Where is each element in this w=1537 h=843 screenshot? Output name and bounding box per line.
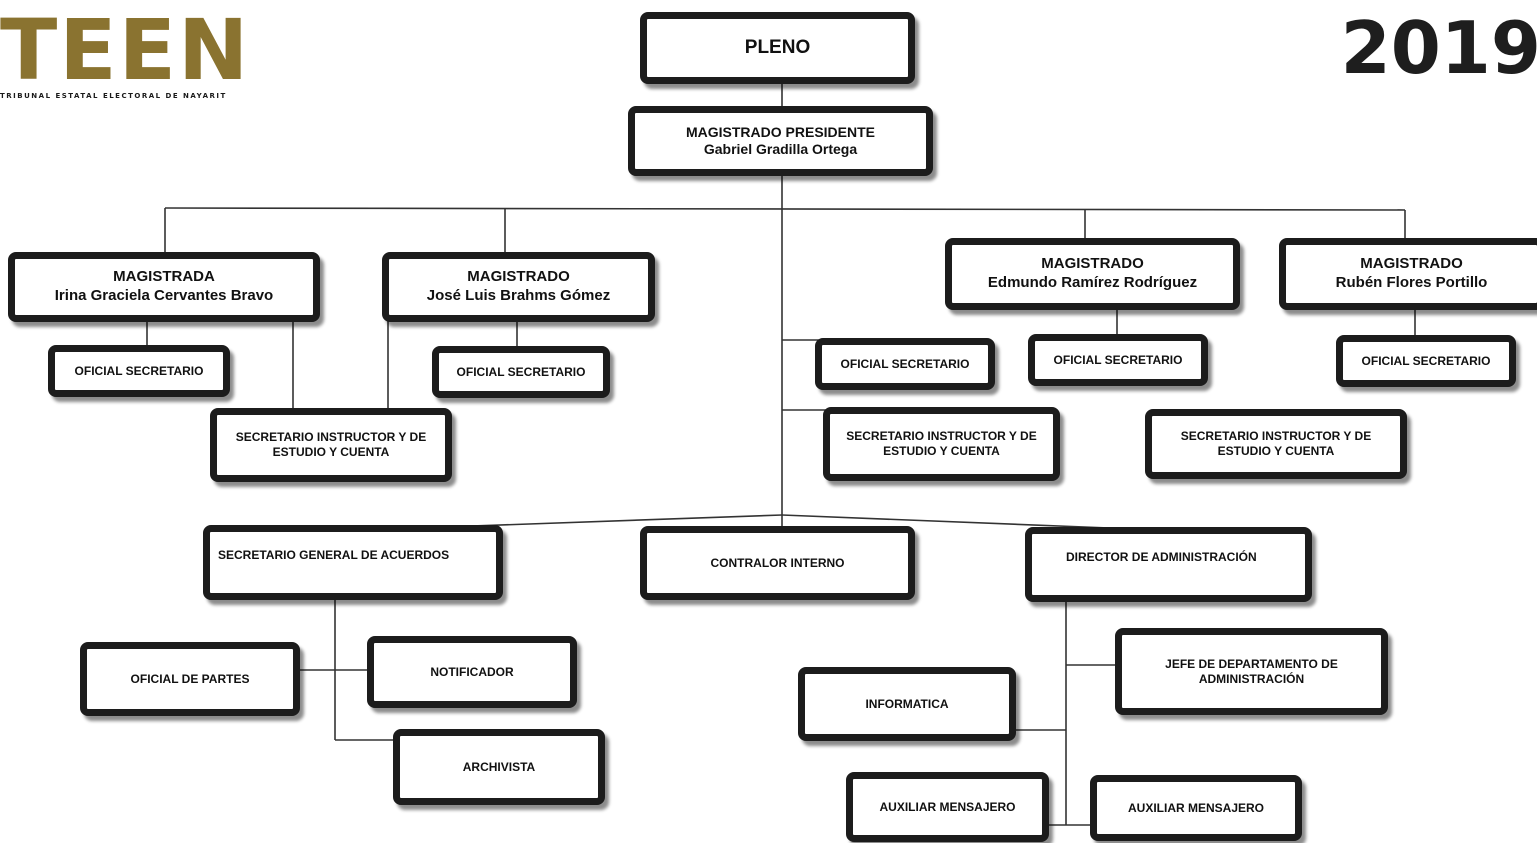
oficial-secretario-3-label: OFICIAL SECRETARIO	[840, 356, 970, 371]
oficial-secretario-2-label: OFICIAL SECRETARIO	[456, 364, 586, 379]
box-contralor-interno: CONTRALOR INTERNO	[640, 526, 915, 600]
logo-subtitle: TRIBUNAL ESTATAL ELECTORAL DE NAYARIT	[0, 92, 227, 100]
secretario-instructor-2-line1: SECRETARIO INSTRUCTOR Y DE	[846, 429, 1037, 443]
magistrado-2-title: MAGISTRADO	[467, 268, 570, 286]
box-secretario-instructor-3: SECRETARIO INSTRUCTOR Y DE ESTUDIO Y CUE…	[1145, 409, 1407, 479]
box-magistrado-4: MAGISTRADO Rubén Flores Portillo	[1279, 238, 1537, 310]
magistrada-1-title: MAGISTRADA	[113, 268, 215, 286]
notificador-label: NOTIFICADOR	[430, 664, 514, 679]
box-magistrado-presidente: MAGISTRADO PRESIDENTE Gabriel Gradilla O…	[628, 106, 933, 176]
box-oficial-secretario-3: OFICIAL SECRETARIO	[815, 338, 995, 390]
magistrado-4-title: MAGISTRADO	[1360, 255, 1463, 273]
teen-logo: TEEN TRIBUNAL ESTATAL ELECTORAL DE NAYAR…	[0, 8, 290, 108]
box-oficial-secretario-4: OFICIAL SECRETARIO	[1028, 334, 1208, 386]
logo-word: TEEN	[0, 1, 251, 99]
secretario-instructor-1-line2: ESTUDIO Y CUENTA	[272, 445, 390, 459]
magistrado-4-name: Rubén Flores Portillo	[1335, 274, 1488, 291]
secretario-instructor-3-line1: SECRETARIO INSTRUCTOR Y DE	[1180, 429, 1372, 443]
box-magistrada-1: MAGISTRADA Irina Graciela Cervantes Brav…	[8, 252, 320, 322]
archivista-label: ARCHIVISTA	[462, 759, 536, 774]
box-archivista: ARCHIVISTA	[393, 729, 605, 805]
oficial-secretario-5-label: OFICIAL SECRETARIO	[1361, 353, 1491, 368]
magistrado-3-name: Edmundo Ramírez Rodríguez	[987, 274, 1198, 291]
secretario-instructor-1-line1: SECRETARIO INSTRUCTOR Y DE	[235, 430, 427, 444]
jefe-depto-line2: ADMINISTRACIÓN	[1198, 671, 1305, 686]
box-secretario-instructor-1: SECRETARIO INSTRUCTOR Y DE ESTUDIO Y CUE…	[210, 408, 452, 482]
magistrado-2-name: José Luis Brahms Gómez	[426, 287, 611, 304]
box-auxiliar-mensajero-1: AUXILIAR MENSAJERO	[846, 772, 1049, 842]
magistrado-3-title: MAGISTRADO	[1041, 255, 1144, 273]
box-jefe-departamento: JEFE DE DEPARTAMENTO DE ADMINISTRACIÓN	[1115, 628, 1388, 715]
secretario-general-label: SECRETARIO GENERAL DE ACUERDOS	[218, 548, 450, 562]
box-director-administracion: DIRECTOR DE ADMINISTRACIÓN	[1025, 527, 1312, 602]
box-auxiliar-mensajero-2: AUXILIAR MENSAJERO	[1090, 775, 1302, 841]
presidente-title: MAGISTRADO PRESIDENTE	[685, 123, 875, 140]
oficial-partes-label: OFICIAL DE PARTES	[130, 671, 250, 686]
box-oficial-secretario-1: OFICIAL SECRETARIO	[48, 345, 230, 397]
box-magistrado-3: MAGISTRADO Edmundo Ramírez Rodríguez	[945, 238, 1240, 310]
box-secretario-general: SECRETARIO GENERAL DE ACUERDOS	[203, 525, 503, 600]
box-oficial-secretario-2: OFICIAL SECRETARIO	[432, 346, 610, 398]
box-informatica: INFORMATICA	[798, 667, 1016, 741]
box-pleno: PLENO	[640, 12, 915, 84]
oficial-secretario-1-label: OFICIAL SECRETARIO	[74, 363, 204, 378]
year-label: 2019	[1340, 6, 1537, 90]
auxiliar-mensajero-1-label: AUXILIAR MENSAJERO	[879, 799, 1016, 814]
magistrada-1-name: Irina Graciela Cervantes Bravo	[54, 287, 274, 304]
box-secretario-instructor-2: SECRETARIO INSTRUCTOR Y DE ESTUDIO Y CUE…	[823, 407, 1060, 481]
auxiliar-mensajero-2-label: AUXILIAR MENSAJERO	[1127, 800, 1264, 815]
secretario-instructor-3-line2: ESTUDIO Y CUENTA	[1217, 444, 1335, 458]
box-oficial-partes: OFICIAL DE PARTES	[80, 642, 300, 716]
jefe-depto-line1: JEFE DE DEPARTAMENTO DE	[1165, 656, 1338, 671]
secretario-instructor-2-line2: ESTUDIO Y CUENTA	[883, 444, 1000, 458]
pleno-label: PLENO	[744, 37, 811, 59]
box-notificador: NOTIFICADOR	[367, 636, 577, 708]
informatica-label: INFORMATICA	[865, 696, 949, 711]
oficial-secretario-4-label: OFICIAL SECRETARIO	[1053, 352, 1183, 367]
presidente-name: Gabriel Gradilla Ortega	[703, 141, 858, 157]
contralor-label: CONTRALOR INTERNO	[710, 555, 845, 570]
box-magistrado-2: MAGISTRADO José Luis Brahms Gómez	[382, 252, 655, 322]
box-oficial-secretario-5: OFICIAL SECRETARIO	[1336, 335, 1516, 387]
director-admin-label: DIRECTOR DE ADMINISTRACIÓN	[1066, 550, 1257, 564]
